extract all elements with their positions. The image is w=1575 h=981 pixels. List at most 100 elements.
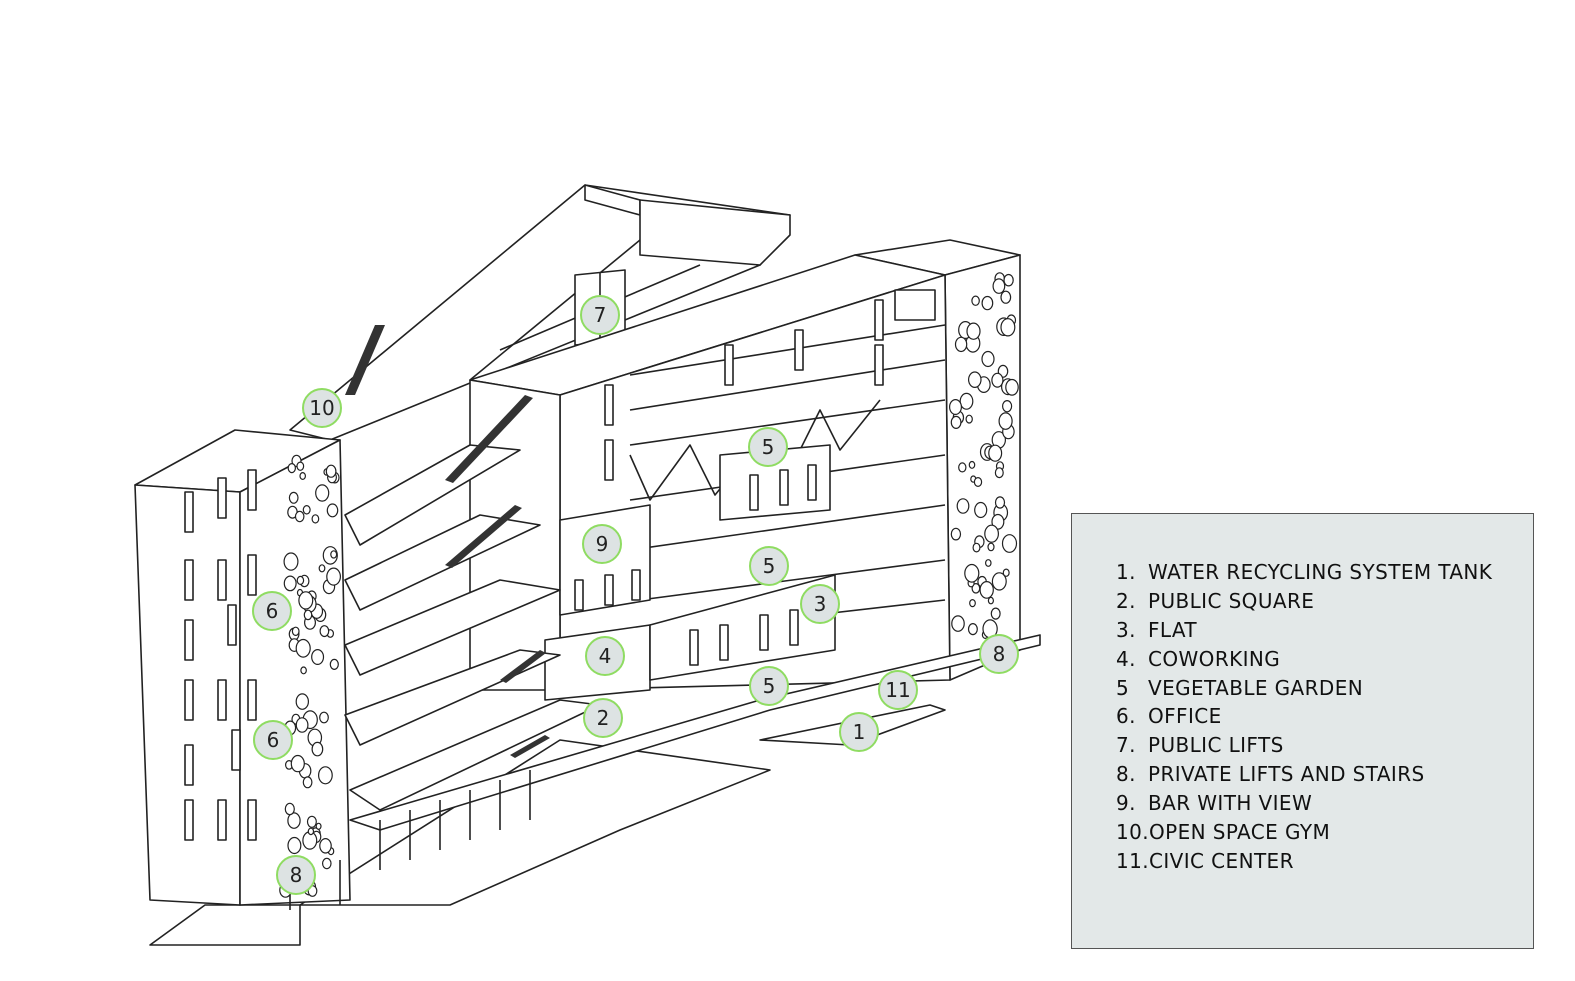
perforation	[315, 484, 330, 502]
callout-circle	[583, 698, 623, 738]
callout-number: 8	[290, 863, 303, 887]
perforation	[987, 596, 995, 605]
callout-circle	[878, 670, 918, 710]
callout-marker: 6	[253, 720, 293, 760]
callout-marker: 6	[252, 591, 292, 631]
legend-item-text: PUBLIC LIFTS	[1148, 733, 1284, 758]
perforation	[1000, 290, 1012, 304]
callout-circle	[800, 584, 840, 624]
callout-number: 9	[596, 532, 609, 556]
perforation	[329, 658, 339, 671]
callout-number: 6	[267, 728, 280, 752]
callout-marker: 5	[749, 546, 789, 586]
legend-item: 1.WATER RECYCLING SYSTEM TANK	[1116, 558, 1492, 587]
legend-item-text: PUBLIC SQUARE	[1148, 588, 1315, 613]
perforation	[954, 336, 968, 353]
perforation	[974, 501, 988, 519]
legend: 1.WATER RECYCLING SYSTEM TANK 2. PUBLIC S…	[1071, 513, 1534, 949]
legend-item-number: 3.	[1116, 617, 1136, 642]
legend-item: 6.OFFICE	[1116, 702, 1492, 731]
perforation	[302, 776, 313, 789]
perforation	[971, 295, 980, 306]
callout-number: 8	[993, 642, 1006, 666]
slabs	[344, 444, 1041, 831]
perforation	[319, 837, 332, 854]
windows-left	[184, 469, 257, 841]
perforation	[294, 510, 305, 523]
legend-item-text: VEGETABLE GARDEN	[1148, 675, 1364, 700]
perforation	[958, 462, 967, 473]
callout-marker: 10	[302, 388, 342, 428]
legend-item-number: 11.	[1116, 848, 1150, 873]
perforation	[973, 477, 983, 488]
perforation	[287, 836, 302, 855]
perforation	[300, 666, 307, 675]
legend-item: 4.COWORKING	[1116, 645, 1492, 674]
callout-number: 1	[853, 720, 866, 744]
stairs	[345, 325, 550, 758]
legend-item-number: 5	[1116, 675, 1130, 700]
perforation	[330, 550, 338, 559]
perforation	[326, 567, 342, 586]
perforation	[948, 399, 962, 416]
perforation	[994, 496, 1006, 509]
perforation	[287, 812, 301, 829]
callout-marker: 8	[979, 634, 1019, 674]
callout-circle	[302, 388, 342, 428]
legend-item-number: 4.	[1116, 646, 1136, 671]
legend-item-text: FLAT	[1148, 617, 1198, 642]
callout-number: 5	[763, 674, 776, 698]
legend-item-text: WATER RECYCLING SYSTEM TANK	[1148, 560, 1493, 584]
perforation	[981, 295, 994, 311]
perforations-right	[948, 272, 1019, 640]
callout-number: 4	[599, 644, 612, 668]
callout-circle	[839, 712, 879, 752]
perforation	[311, 741, 324, 757]
perforation	[295, 717, 309, 733]
perforation	[967, 622, 978, 636]
perforation	[307, 827, 315, 836]
perforation	[964, 563, 980, 583]
callout-marker: 5	[749, 666, 789, 706]
perforation	[984, 559, 992, 567]
perforation	[1001, 534, 1018, 553]
legend-item-number: 6.	[1116, 704, 1136, 729]
ground-ramp	[299, 739, 771, 906]
perforation	[994, 467, 1004, 479]
perforation	[321, 857, 332, 870]
perforation	[311, 514, 320, 524]
callout-circle	[749, 666, 789, 706]
perforation	[987, 542, 995, 552]
callout-circle	[748, 427, 788, 467]
callout-circle	[252, 591, 292, 631]
perforation	[1002, 568, 1010, 577]
callout-circle	[979, 634, 1019, 674]
perforation	[319, 625, 330, 638]
perforations-left	[279, 454, 342, 898]
perforation	[965, 414, 973, 424]
perforation	[296, 461, 305, 471]
legend-item: 9.BAR WITH VIEW	[1116, 789, 1492, 818]
perforation	[319, 711, 329, 724]
perforation	[298, 591, 314, 610]
perforation	[1001, 400, 1013, 413]
perforation	[318, 564, 326, 573]
perforation	[950, 527, 962, 541]
legend-item-text: OPEN SPACE GYM	[1149, 820, 1331, 845]
perforation	[283, 552, 299, 571]
legend-item-number: 2.	[1116, 588, 1136, 613]
perforation	[302, 504, 311, 515]
callout-marker: 4	[585, 636, 625, 676]
cantilever-box-5	[719, 444, 831, 521]
callout-marker: 7	[580, 295, 620, 335]
perforation	[979, 581, 994, 599]
legend-item: 2. PUBLIC SQUARE	[1116, 587, 1492, 616]
perforation	[295, 638, 311, 658]
perforation	[295, 693, 309, 710]
legend-item: 11.CIVIC CENTER	[1116, 847, 1492, 876]
perforation	[1000, 318, 1016, 337]
perforation	[966, 322, 981, 340]
perforation	[318, 766, 333, 785]
callout-number: 5	[762, 435, 775, 459]
legend-item-text: BAR WITH VIEW	[1148, 791, 1313, 816]
